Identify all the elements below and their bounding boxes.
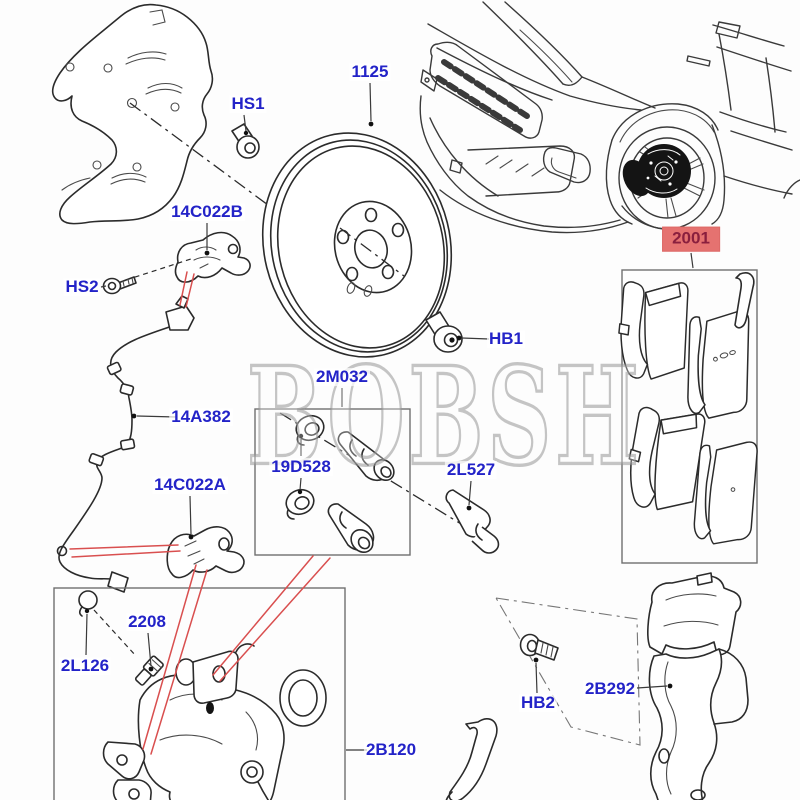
mounting-plane-outline (494, 597, 641, 746)
guide-pin-2l527 (445, 489, 500, 554)
hb2-bolt (519, 633, 559, 661)
hs1-bolt (231, 123, 260, 159)
part-label-2m032: 2M032 (314, 367, 370, 387)
abs-sensor-wire-drawing (56, 295, 195, 593)
part-label-14c022b: 14C022B (169, 202, 245, 222)
guide-pin-boot-lower (327, 503, 375, 554)
guide-pin-kit-box (254, 408, 498, 556)
part-label-14c022a: 14C022A (152, 475, 228, 495)
guide-pin-bushing-upper (295, 414, 325, 446)
caliper-box (53, 587, 346, 800)
part-label-19d528: 19D528 (269, 457, 333, 477)
pointer-lines (69, 271, 331, 755)
part-label-2208: 2208 (126, 612, 168, 632)
part-label-2l126: 2L126 (58, 656, 112, 676)
part-label-hb2: HB2 (518, 693, 558, 713)
hs2-bolt (102, 276, 137, 295)
brake-pad-outer-upper (618, 281, 689, 380)
brake-pad-inner-upper (687, 310, 750, 419)
part-label-1125: 1125 (349, 62, 391, 82)
bleed-screw-cap-2l126 (78, 590, 98, 617)
bleed-screw-2208 (134, 655, 164, 686)
brake-disc-drawing (261, 132, 453, 358)
hb1-bolt (425, 311, 463, 353)
splash-shield-drawing (52, 3, 214, 225)
part-label-2l527: 2L527 (444, 460, 498, 480)
brake-pad-outer-lower (628, 406, 706, 511)
front-wheel (618, 126, 716, 230)
pad-spring-clip (445, 718, 498, 800)
guide-pin-boot-upper (337, 431, 395, 482)
part-label-hb1: HB1 (486, 329, 526, 349)
caliper-bracket-2b292-drawing (647, 572, 749, 800)
bracket-14c022b-drawing (125, 231, 251, 283)
caliper-body-drawing (102, 643, 327, 800)
part-label-14a382: 14A382 (169, 407, 233, 427)
part-label-2001-highlighted: 2001 (662, 226, 720, 252)
vehicle-drawing (419, 1, 800, 234)
pad-wear-clip (734, 272, 755, 329)
wheel-brake-assembly (622, 144, 691, 198)
leader-lines (84, 82, 694, 751)
brake-pads-box (618, 269, 758, 564)
part-label-hs1: HS1 (229, 94, 267, 114)
part-label-2b292: 2B292 (582, 679, 638, 699)
guide-pin-bushing-lower (285, 488, 315, 520)
part-label-hs2: HS2 (63, 277, 101, 297)
brake-pad-inner-lower (693, 441, 758, 545)
bracket-14c022a-drawing (166, 526, 245, 579)
part-label-2b120: 2B120 (363, 740, 419, 760)
